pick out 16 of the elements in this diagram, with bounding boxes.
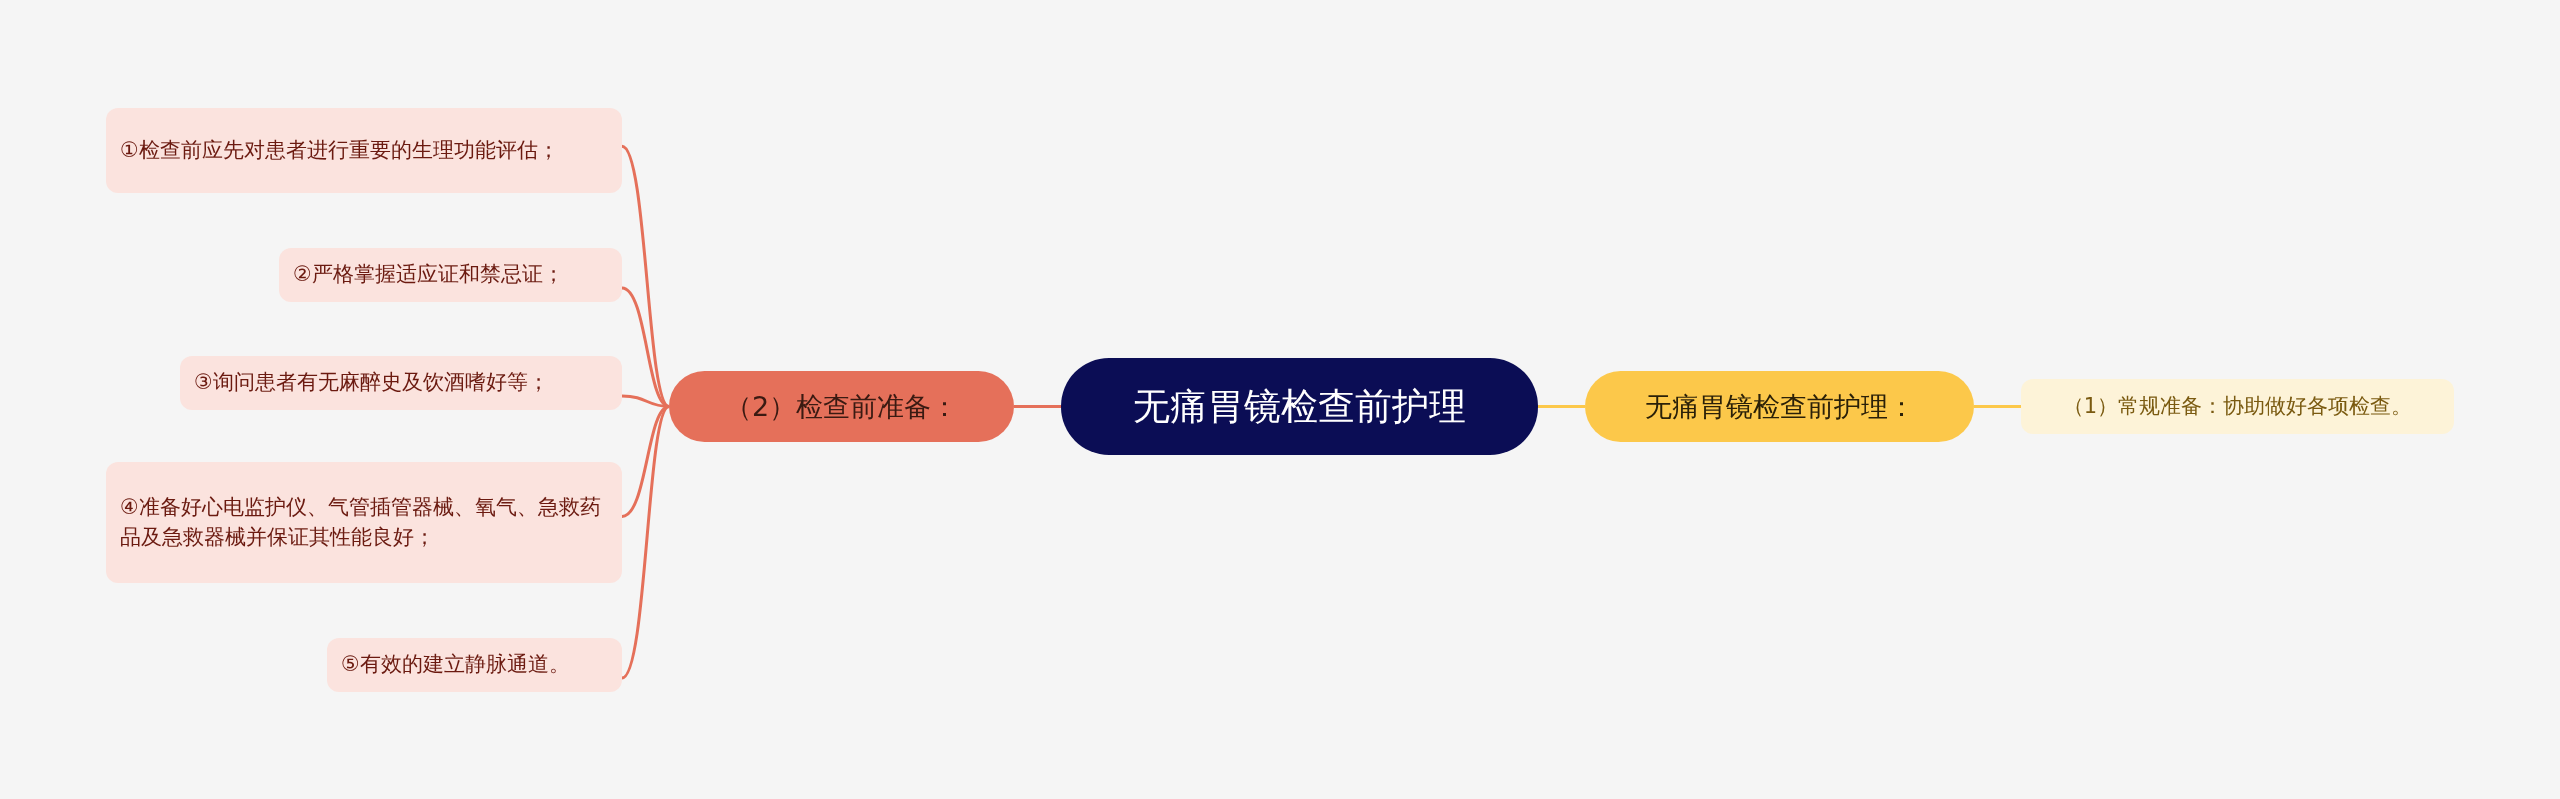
connector-line — [621, 145, 671, 408]
branch-topic: （2）检查前准备： — [669, 371, 1014, 442]
connector-line — [621, 405, 670, 518]
subtopic-box: ④准备好心电监护仪、气管插管器械、氧气、急救药品及急救器械并保证其性能良好； — [106, 462, 622, 583]
root-topic: 无痛胃镜检查前护理 — [1061, 358, 1538, 455]
subtopic-box: ①检查前应先对患者进行重要的生理功能评估； — [106, 108, 622, 193]
branch-topic: 无痛胃镜检查前护理： — [1585, 371, 1974, 442]
connector-line — [1538, 405, 1585, 408]
connector-line — [621, 286, 670, 408]
connector-line — [1974, 405, 2021, 408]
connector-line — [1014, 405, 1061, 408]
subtopic-box: ③询问患者有无麻醉史及饮酒嗜好等； — [180, 356, 622, 410]
subtopic-box: （1）常规准备：协助做好各项检查。 — [2021, 379, 2454, 434]
subtopic-box: ⑤有效的建立静脉通道。 — [327, 638, 622, 692]
subtopic-box: ②严格掌握适应证和禁忌证； — [279, 248, 622, 302]
connector-line — [621, 405, 671, 680]
